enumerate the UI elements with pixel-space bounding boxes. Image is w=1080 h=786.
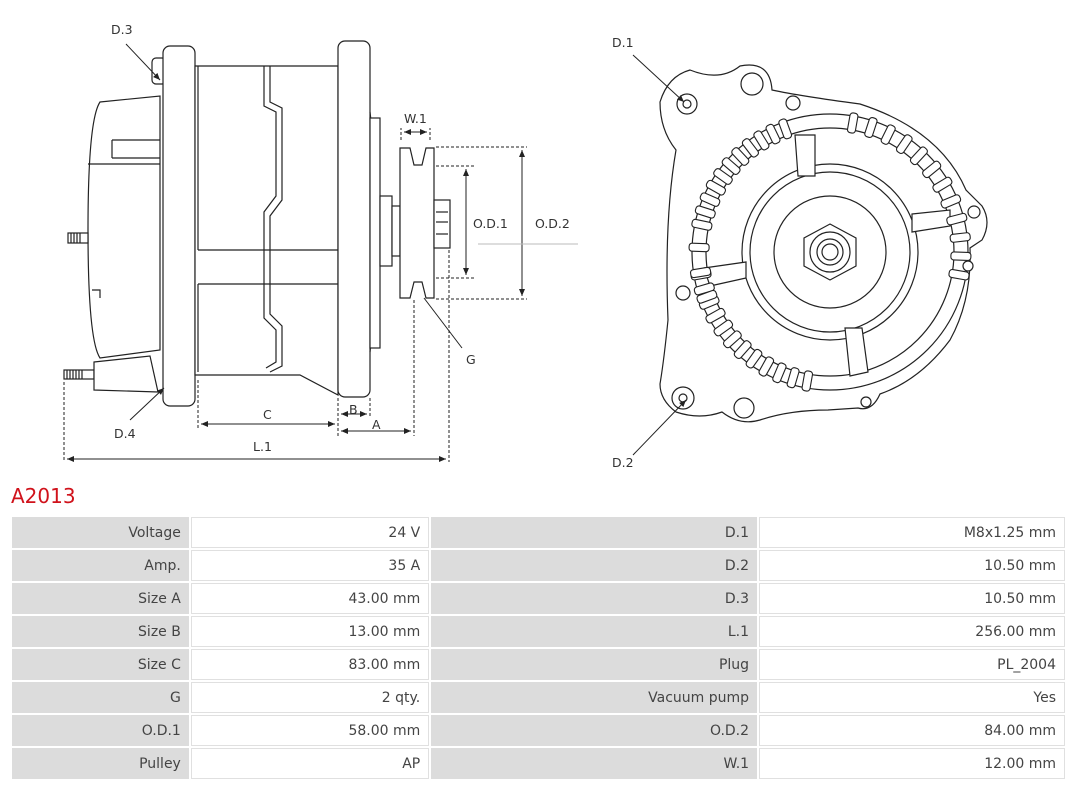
spec-key: Size C [12, 649, 189, 680]
label-d3: D.3 [111, 22, 133, 37]
fan-slot [786, 367, 800, 389]
spec-key: D.1 [431, 517, 758, 548]
front-leaders [632, 54, 687, 456]
fan-slot [688, 242, 710, 253]
spec-key: D.2 [431, 550, 758, 581]
fan-slot [699, 192, 721, 207]
spec-value: 13.00 mm [190, 616, 430, 647]
spec-key: G [12, 682, 189, 713]
fan-slot [880, 124, 896, 145]
fan-slot [758, 356, 775, 377]
side-dimensions [63, 43, 578, 462]
fan-slot [909, 146, 928, 166]
fan-slot [946, 212, 968, 226]
spec-value: 83.00 mm [190, 649, 430, 680]
front-view [659, 64, 988, 423]
spec-value: M8x1.25 mm [759, 517, 1065, 548]
fan-slot [741, 138, 759, 158]
spec-value: 35 A [190, 550, 430, 581]
label-l1: L.1 [253, 439, 272, 454]
spec-key: W.1 [431, 748, 758, 779]
spec-key: Amp. [12, 550, 189, 581]
technical-drawing: D.3 D.4 W.1 O.D.1 O.D.2 G C B A L.1 D.1 … [63, 22, 988, 470]
fan-slot [864, 116, 878, 139]
fan-slot [922, 160, 942, 179]
fan-slot [745, 348, 763, 369]
fan-slot [753, 130, 770, 151]
spec-value: 12.00 mm [759, 748, 1065, 779]
label-d4: D.4 [114, 426, 136, 441]
label-c: C [263, 407, 272, 422]
fan-slot [705, 179, 727, 196]
spec-key: Vacuum pump [431, 682, 758, 713]
label-d1: D.1 [612, 35, 634, 50]
product-code: A2013 [11, 484, 76, 508]
fan-slot [691, 218, 713, 231]
label-od1: O.D.1 [473, 216, 508, 231]
fan-slot [713, 319, 734, 337]
fan-slot [689, 266, 712, 279]
fan-slots [688, 112, 972, 392]
fan-slot [765, 123, 781, 145]
fan-slot [940, 194, 962, 209]
fan-slot [722, 330, 742, 349]
label-w1: W.1 [404, 111, 427, 126]
label-od2: O.D.2 [535, 216, 570, 231]
spec-key: D.3 [431, 583, 758, 614]
fan-slot [801, 370, 814, 392]
spec-key: Plug [431, 649, 758, 680]
spec-value: 43.00 mm [190, 583, 430, 614]
spec-value: 2 qty. [190, 682, 430, 713]
label-d2: D.2 [612, 455, 634, 470]
spec-key: O.D.1 [12, 715, 189, 746]
fan-slot [713, 168, 733, 185]
fan-slot [731, 147, 750, 166]
spec-key: L.1 [431, 616, 758, 647]
spec-key: O.D.2 [431, 715, 758, 746]
spec-value: 256.00 mm [759, 616, 1065, 647]
spec-key: Pulley [12, 748, 189, 779]
fan-slot [932, 176, 953, 193]
fan-slot [949, 232, 971, 243]
label-a: A [372, 417, 381, 432]
fan-slot [694, 205, 716, 219]
fan-slot [721, 157, 741, 175]
fan-slot [948, 268, 970, 281]
fan-slot [846, 112, 859, 134]
spec-key: Voltage [12, 517, 189, 548]
spec-value: 10.50 mm [759, 550, 1065, 581]
fan-slot [778, 118, 793, 140]
fan-slot [705, 307, 726, 324]
spec-value: AP [190, 748, 430, 779]
label-g: G [466, 352, 476, 367]
spec-key: Size A [12, 583, 189, 614]
spec-value: 58.00 mm [190, 715, 430, 746]
spec-value: Yes [759, 682, 1065, 713]
spec-value: 84.00 mm [759, 715, 1065, 746]
fan-slot [895, 134, 913, 154]
spec-value: 10.50 mm [759, 583, 1065, 614]
fan-slot [950, 251, 972, 261]
spec-key: Size B [12, 616, 189, 647]
fan-slot [733, 340, 752, 360]
label-b: B [349, 402, 358, 417]
fan-slot [772, 362, 787, 384]
fan-slot [696, 289, 718, 304]
side-view [63, 40, 451, 407]
spec-value: 24 V [190, 517, 430, 548]
spec-value: PL_2004 [759, 649, 1065, 680]
